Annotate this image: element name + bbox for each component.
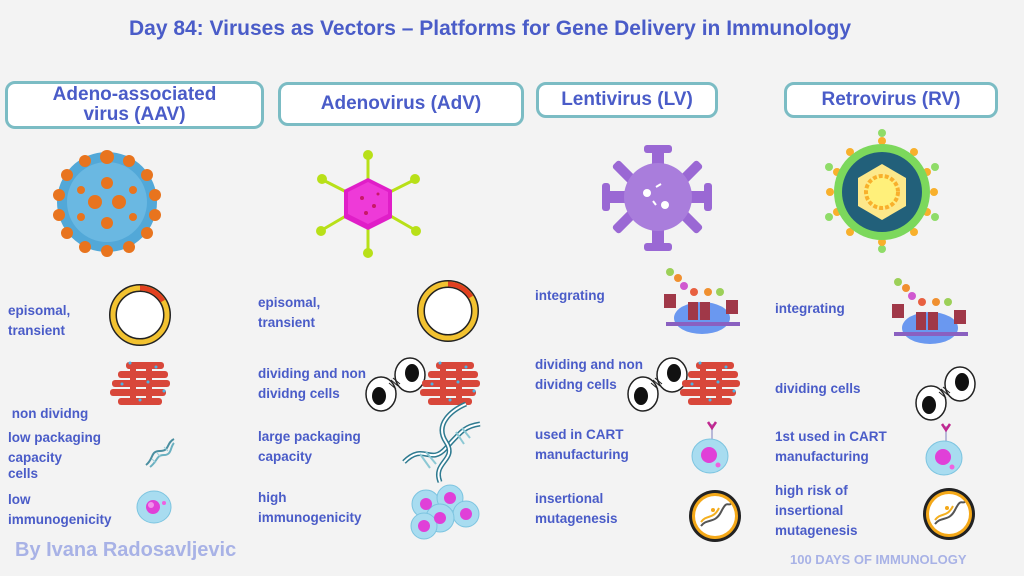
immune-cell-cluster-icon <box>410 484 480 540</box>
muscle-cells-icon <box>680 361 740 405</box>
mutagenesis-dna-icon <box>923 488 975 540</box>
page-title: Day 84: Viruses as Vectors – Platforms f… <box>128 17 852 40</box>
feature-text-line: low packaging <box>8 430 102 445</box>
feature-text-line: cells <box>8 466 39 481</box>
feature-rv-mutagenesis: high risk of insertional mutagenesis <box>775 481 858 541</box>
adenovirus-icon <box>316 150 421 258</box>
feature-text-line: used in CART <box>535 427 624 442</box>
feature-lv-cart: used in CART manufacturing <box>535 425 629 465</box>
car-t-cell-icon <box>691 421 729 474</box>
plasmid-ring-icon <box>109 284 171 346</box>
feature-rv-cells: dividing cells <box>775 379 861 399</box>
muscle-cells-icon <box>420 361 480 405</box>
feature-text-line: mutagenesis <box>535 511 618 526</box>
feature-text-line: insertional <box>535 491 604 506</box>
feature-text-line: capacity <box>8 450 63 465</box>
feature-adv-packaging: large packaging capacity <box>258 427 361 467</box>
car-t-cell-icon <box>925 423 963 476</box>
feature-aav-cells: non dividng cells <box>8 364 88 504</box>
feature-adv-cells: dividing and non dividng cells <box>258 364 366 404</box>
muscle-cells-icon <box>110 361 170 405</box>
feature-text-line: dividng cells <box>535 377 617 392</box>
feature-text-line: large packaging <box>258 429 361 444</box>
dividing-cell-icon <box>627 357 688 412</box>
feature-aav-episomal: episomal, transient <box>8 301 70 341</box>
feature-text-line: manufacturing <box>775 449 869 464</box>
feature-text-line: non dividng <box>8 406 89 421</box>
feature-rv-integrating: integrating <box>775 299 845 319</box>
series-label: 100 DAYS OF IMMUNOLOGY <box>790 552 967 567</box>
feature-adv-immunogenicity: high immunogenicity <box>258 488 362 528</box>
feature-text-line: episomal, <box>8 303 71 318</box>
header-adenovirus-label: Adenovirus (AdV) <box>320 93 482 114</box>
header-lentivirus: Lentivirus (LV) <box>536 82 718 118</box>
feature-text-line: high <box>258 490 287 505</box>
single-immune-cell-icon <box>136 490 172 524</box>
feature-text-line: insertional <box>775 503 844 518</box>
header-aav-line1: Adeno-associated <box>52 84 217 105</box>
feature-text-line: capacity <box>258 449 313 464</box>
header-retrovirus: Retrovirus (RV) <box>784 82 998 118</box>
author-credit: By Ivana Radosavljevic <box>15 539 237 561</box>
feature-text-line: immunogenicity <box>258 510 362 525</box>
feature-aav-immunogenicity: low immunogenicity <box>8 490 112 530</box>
mutagenesis-dna-icon <box>689 490 741 542</box>
header-retrovirus-label: Retrovirus (RV) <box>821 89 961 110</box>
dividing-cell-icon <box>365 357 426 412</box>
header-aav: Adeno-associated virus (AAV) <box>5 81 264 129</box>
plasmid-ring-icon <box>417 280 479 342</box>
feature-text-line: dividing and non <box>535 357 643 372</box>
feature-text-line: transient <box>8 323 66 338</box>
feature-text-line: dividing cells <box>775 381 861 396</box>
feature-text-line: integrating <box>535 288 605 303</box>
header-lentivirus-label: Lentivirus (LV) <box>561 89 693 110</box>
feature-text-line: high risk of <box>775 483 848 498</box>
feature-text-line: manufacturing <box>535 447 629 462</box>
feature-text-line: 1st used in CART <box>775 429 887 444</box>
feature-lv-cells: dividing and non dividng cells <box>535 355 643 395</box>
feature-text-line: dividng cells <box>258 386 340 401</box>
header-aav-line2: virus (AAV) <box>83 104 186 125</box>
feature-lv-mutagenesis: insertional mutagenesis <box>535 489 618 529</box>
aav-virus-icon <box>53 150 161 257</box>
dividing-cell-icon <box>915 366 976 421</box>
feature-text-line: transient <box>258 315 316 330</box>
integration-diagram-icon <box>892 278 968 344</box>
retrovirus-icon <box>825 129 939 253</box>
feature-rv-cart: 1st used in CART manufacturing <box>775 427 887 467</box>
feature-aav-packaging: low packaging capacity <box>8 428 101 468</box>
feature-text-line: immunogenicity <box>8 512 112 527</box>
feature-text-line: low <box>8 492 31 507</box>
large-dna-icon <box>402 402 481 483</box>
small-dna-icon <box>145 438 175 468</box>
feature-lv-integrating: integrating <box>535 286 605 306</box>
feature-text-line: integrating <box>775 301 845 316</box>
feature-adv-episomal: episomal, transient <box>258 293 320 333</box>
integration-diagram-icon <box>664 268 740 334</box>
lentivirus-icon <box>602 145 712 251</box>
feature-text-line: mutagenesis <box>775 523 858 538</box>
feature-text-line: episomal, <box>258 295 321 310</box>
header-adenovirus: Adenovirus (AdV) <box>278 82 524 126</box>
feature-text-line: dividing and non <box>258 366 366 381</box>
